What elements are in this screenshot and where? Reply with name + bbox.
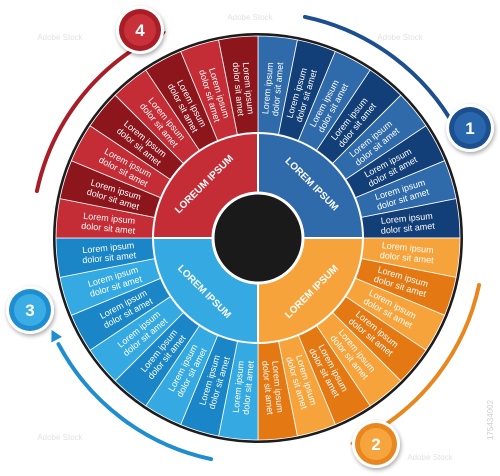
arrow-head-3: [51, 329, 63, 343]
badge-number: 2: [371, 435, 380, 454]
watermark-text: Adobe Stock: [227, 13, 273, 22]
badge-core: [124, 14, 156, 46]
step-badge-4: 4: [116, 6, 164, 54]
step-badge-3: 3: [6, 286, 54, 334]
watermark-text: Adobe Stock: [37, 433, 83, 442]
badge-core: [454, 112, 486, 144]
step-badge-1: 1: [446, 104, 494, 152]
badge-number: 3: [25, 301, 34, 320]
step-badge-2: 2: [352, 420, 400, 468]
watermark-text: Adobe Stock: [377, 33, 423, 42]
center-hub: [211, 191, 305, 285]
watermark-text: Adobe Stock: [407, 453, 453, 462]
badge-number: 1: [465, 119, 474, 138]
badge-number: 4: [135, 21, 145, 40]
arrow-arc-1: [302, 14, 460, 134]
stock-id: 175434002: [486, 399, 495, 440]
badge-core: [14, 294, 46, 326]
watermark-text: Adobe Stock: [37, 33, 83, 42]
arrow-arc-3: [56, 342, 214, 462]
step-badges: 1 2 3 4: [6, 6, 494, 468]
badge-core: [360, 428, 392, 460]
